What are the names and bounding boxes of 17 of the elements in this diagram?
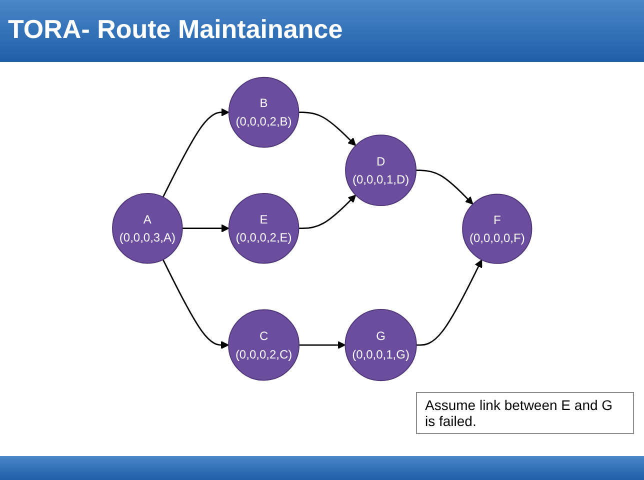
arrow: [298, 340, 346, 350]
arrow: [416, 170, 474, 205]
node-circle: E (0,0,0,2,E): [228, 192, 300, 264]
note: Assume link between E and G is failed.: [416, 392, 634, 434]
node-circle: F (0,0,0,0,F): [462, 194, 532, 264]
arrow: [182, 224, 230, 232]
arrow: [162, 108, 230, 198]
arrow: [298, 112, 356, 146]
arrow: [298, 194, 356, 230]
node-circle: B (0,0,0,2,B): [228, 76, 300, 148]
arrow: [162, 259, 229, 350]
arrow: [416, 259, 482, 346]
node-circle: C (0,0,0,2,C): [228, 309, 300, 381]
node-circle: D (0,0,0,1,D): [344, 134, 416, 206]
node-circle: G (0,0,0,1,G): [344, 308, 417, 382]
node-circle: A (0,0,0,3,A): [112, 192, 183, 264]
title: TORA- Route Maintainance: [8, 14, 343, 45]
